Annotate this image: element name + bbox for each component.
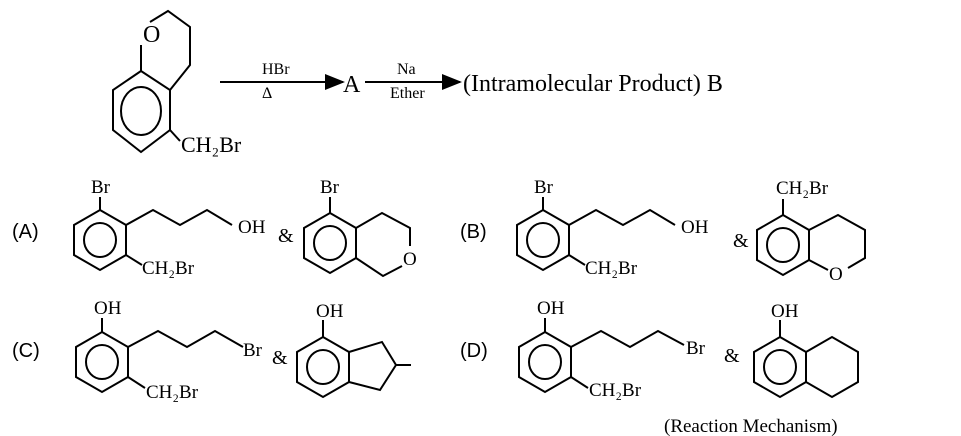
substituent-top: OH: [316, 301, 344, 322]
option-d[interactable]: (D) OH Br CH₂Br & OH: [460, 298, 859, 401]
option-c[interactable]: (C) OH Br CH₂Br & OH: [12, 298, 411, 403]
option-label: (C): [12, 340, 40, 362]
reagent-hbr: HBr: [262, 61, 290, 78]
reaction-arrow-2: Na Ether: [365, 61, 462, 102]
substituent-top: CH₂Br: [776, 178, 829, 199]
footer-caption: (Reaction Mechanism): [664, 416, 838, 436]
chain-end: OH: [238, 217, 266, 238]
ampersand: &: [272, 347, 288, 369]
reagent-heat: Δ: [262, 85, 272, 102]
substituent-side: CH₂Br: [142, 258, 195, 279]
chain-end: Br: [243, 340, 263, 361]
option-label: (A): [12, 221, 39, 243]
option-a[interactable]: (A) Br OH CH₂Br & Br O: [12, 177, 417, 279]
reagent-na: Na: [397, 61, 416, 78]
substituent-top: OH: [537, 298, 565, 319]
substituent-top: Br: [320, 177, 340, 198]
option-b[interactable]: (B) Br OH CH₂Br & CH₂Br O: [460, 177, 866, 285]
ampersand: &: [733, 230, 749, 252]
reagent-ether: Ether: [390, 85, 425, 102]
substituent-top: OH: [771, 301, 799, 322]
intermediate-a: A: [343, 72, 361, 98]
ring-oxygen: O: [403, 249, 417, 270]
ampersand: &: [278, 225, 294, 247]
reaction-arrow-1: HBr Δ: [220, 61, 345, 102]
substituent-label: CH₂Br: [181, 132, 242, 157]
option-label: (D): [460, 340, 488, 362]
ampersand: &: [724, 345, 740, 367]
chain-end: OH: [681, 217, 709, 238]
starting-material-chromane: O CH₂Br: [112, 9, 242, 157]
substituent-side: CH₂Br: [589, 380, 642, 401]
product-b: (Intramolecular Product) B: [463, 71, 723, 97]
option-label: (B): [460, 221, 487, 243]
ring-oxygen-label: O: [143, 22, 160, 48]
substituent-side: CH₂Br: [146, 382, 199, 403]
substituent-top: OH: [94, 298, 122, 319]
chain-end: Br: [686, 338, 706, 359]
substituent-top: Br: [91, 177, 111, 198]
substituent-top: Br: [534, 177, 554, 198]
ring-oxygen: O: [829, 264, 843, 285]
substituent-side: CH₂Br: [585, 258, 638, 279]
